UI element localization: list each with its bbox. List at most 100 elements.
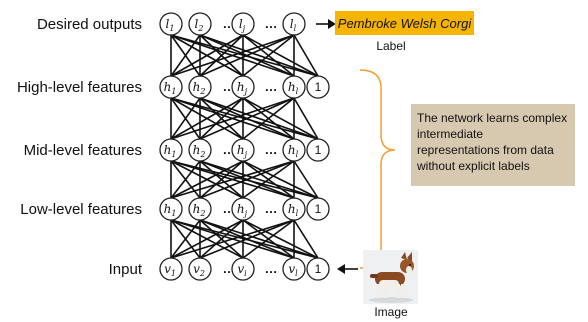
- note-box: The network learns complex intermediate …: [411, 104, 575, 186]
- connection-edge: [293, 160, 319, 199]
- connection-edge: [170, 97, 319, 140]
- svg-text:1: 1: [315, 80, 322, 94]
- connection-edge: [242, 219, 295, 259]
- neuron-node: h1: [159, 75, 183, 99]
- svg-text:l2: l2: [195, 17, 204, 33]
- svg-text:hl: hl: [288, 143, 299, 159]
- connection-edge: [170, 219, 244, 259]
- connection-edge: [170, 34, 244, 77]
- neuron-node: h2: [188, 75, 212, 99]
- connection-edge: [242, 34, 319, 77]
- connection-edge: [242, 97, 319, 140]
- connection-edge: [242, 160, 319, 199]
- ellipsis: …: [265, 142, 278, 157]
- ellipsis: …: [265, 201, 278, 216]
- neuron-node: vi: [231, 257, 255, 281]
- neuron-node: l2: [188, 12, 212, 36]
- svg-text:hl: hl: [288, 202, 299, 218]
- output-label-box: Pembroke Welsh Corgi: [335, 11, 474, 35]
- input-arrow-icon: [337, 264, 358, 274]
- neuron-node: 1: [306, 75, 330, 99]
- connection-edge: [199, 160, 295, 199]
- connection-edge: [199, 34, 295, 77]
- layer-label: Mid-level features: [24, 142, 142, 159]
- neuron-node: v2: [188, 257, 212, 281]
- layer-label: Desired outputs: [37, 16, 142, 33]
- connection-edge: [199, 97, 244, 140]
- connection-edge: [242, 160, 295, 199]
- neuron-node: hl: [282, 138, 306, 162]
- svg-text:hj: hj: [237, 202, 248, 218]
- connection-edge: [199, 97, 295, 140]
- connection-edge: [199, 160, 244, 199]
- neuron-node: hj: [231, 138, 255, 162]
- layer-label: High-level features: [17, 79, 142, 96]
- neuron-node: lj: [231, 12, 255, 36]
- connection-edge: [199, 219, 244, 259]
- neuron-node: 1: [306, 197, 330, 221]
- neuron-node: vl: [282, 257, 306, 281]
- svg-text:ll: ll: [290, 17, 297, 33]
- connection-edge: [242, 219, 319, 259]
- neuron-node: 1: [306, 138, 330, 162]
- connection-edge: [293, 219, 319, 259]
- neuron-node: h2: [188, 138, 212, 162]
- connection-edge: [242, 97, 295, 140]
- connection-edge: [170, 34, 295, 77]
- connection-edge: [199, 219, 319, 259]
- connection-edge: [199, 34, 244, 77]
- features-brace: [359, 69, 396, 269]
- connection-edge: [170, 97, 244, 140]
- connection-edge: [199, 34, 319, 77]
- neuron-node: ll: [282, 12, 306, 36]
- connection-edge: [293, 34, 319, 77]
- ellipsis: …: [265, 16, 278, 31]
- corgi-image: [363, 250, 418, 304]
- neuron-node: h1: [159, 138, 183, 162]
- connection-edge: [170, 34, 201, 77]
- svg-text:vi: vi: [237, 262, 247, 278]
- neuron-node: l1: [159, 12, 183, 36]
- connection-edge: [170, 160, 201, 199]
- connection-edge: [170, 160, 319, 199]
- output-arrow-icon: [316, 19, 336, 29]
- svg-text:l1: l1: [166, 17, 175, 33]
- neuron-node: hj: [231, 197, 255, 221]
- layer-label: Input: [109, 261, 143, 278]
- label-caption: Label: [376, 39, 405, 53]
- neuron-node: h2: [188, 197, 212, 221]
- connection-edge: [170, 97, 295, 140]
- neuron-node: hl: [282, 75, 306, 99]
- svg-text:lj: lj: [239, 17, 246, 33]
- note-line-4: without explicit labels: [417, 159, 530, 173]
- connection-edge: [170, 160, 244, 199]
- connection-edge: [199, 97, 319, 140]
- connections: [170, 34, 319, 259]
- neuron-node: hj: [231, 75, 255, 99]
- svg-text:hl: hl: [288, 80, 299, 96]
- neuron-node: 1: [306, 257, 330, 281]
- svg-text:1: 1: [315, 262, 322, 276]
- svg-text:v1: v1: [164, 262, 176, 278]
- note-line-2: intermediate: [417, 127, 484, 141]
- connection-edge: [199, 160, 319, 199]
- connection-edge: [170, 219, 319, 259]
- note-line-1: The network learns complex: [417, 111, 568, 125]
- note-line-3: representations from data: [417, 143, 554, 157]
- svg-text:1: 1: [315, 202, 322, 216]
- layer-label: Low-level features: [20, 201, 142, 218]
- connection-edge: [170, 97, 201, 140]
- image-caption: Image: [374, 305, 408, 319]
- connection-edge: [242, 34, 295, 77]
- connection-edge: [170, 219, 295, 259]
- ellipsis: …: [265, 261, 278, 276]
- svg-text:hj: hj: [237, 80, 248, 96]
- svg-text:hj: hj: [237, 143, 248, 159]
- output-label: Pembroke Welsh Corgi: [337, 15, 472, 31]
- neuron-node: h1: [159, 197, 183, 221]
- neuron-node: hl: [282, 197, 306, 221]
- ellipsis: …: [265, 79, 278, 94]
- neuron-node: v1: [159, 257, 183, 281]
